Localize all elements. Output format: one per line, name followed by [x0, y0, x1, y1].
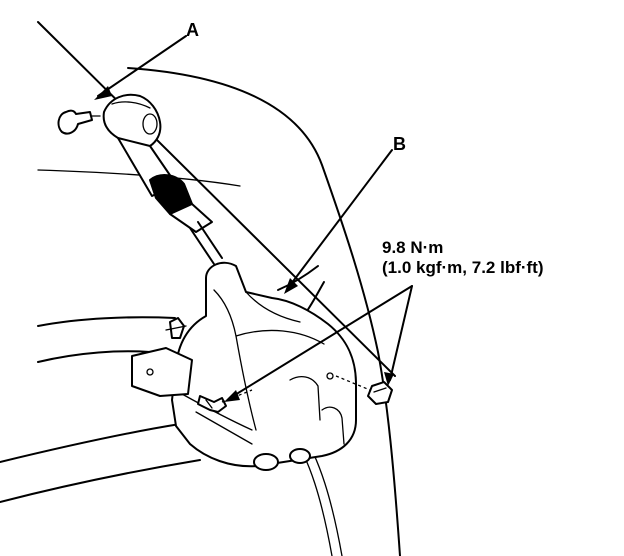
- torque-spec-metric: 9.8 N·m: [382, 238, 444, 257]
- body-panel-outline: [0, 21, 401, 556]
- callout-a-label: A: [186, 20, 199, 40]
- filler-cap: [102, 93, 162, 151]
- torque-spec-alternate: (1.0 kgf·m, 7.2 lbf·ft): [382, 258, 544, 277]
- bolt-right: [335, 375, 393, 405]
- bolt-left: [197, 389, 253, 413]
- torque-leaders: [224, 285, 413, 402]
- callout-a-leader: [94, 35, 187, 100]
- clip-fastener: [57, 109, 101, 135]
- filler-neck: [117, 137, 223, 265]
- callout-b-leader: [284, 149, 393, 294]
- washer-reservoir: [171, 261, 357, 471]
- callout-b-label: B: [393, 134, 406, 154]
- mounting-bracket: [131, 317, 193, 397]
